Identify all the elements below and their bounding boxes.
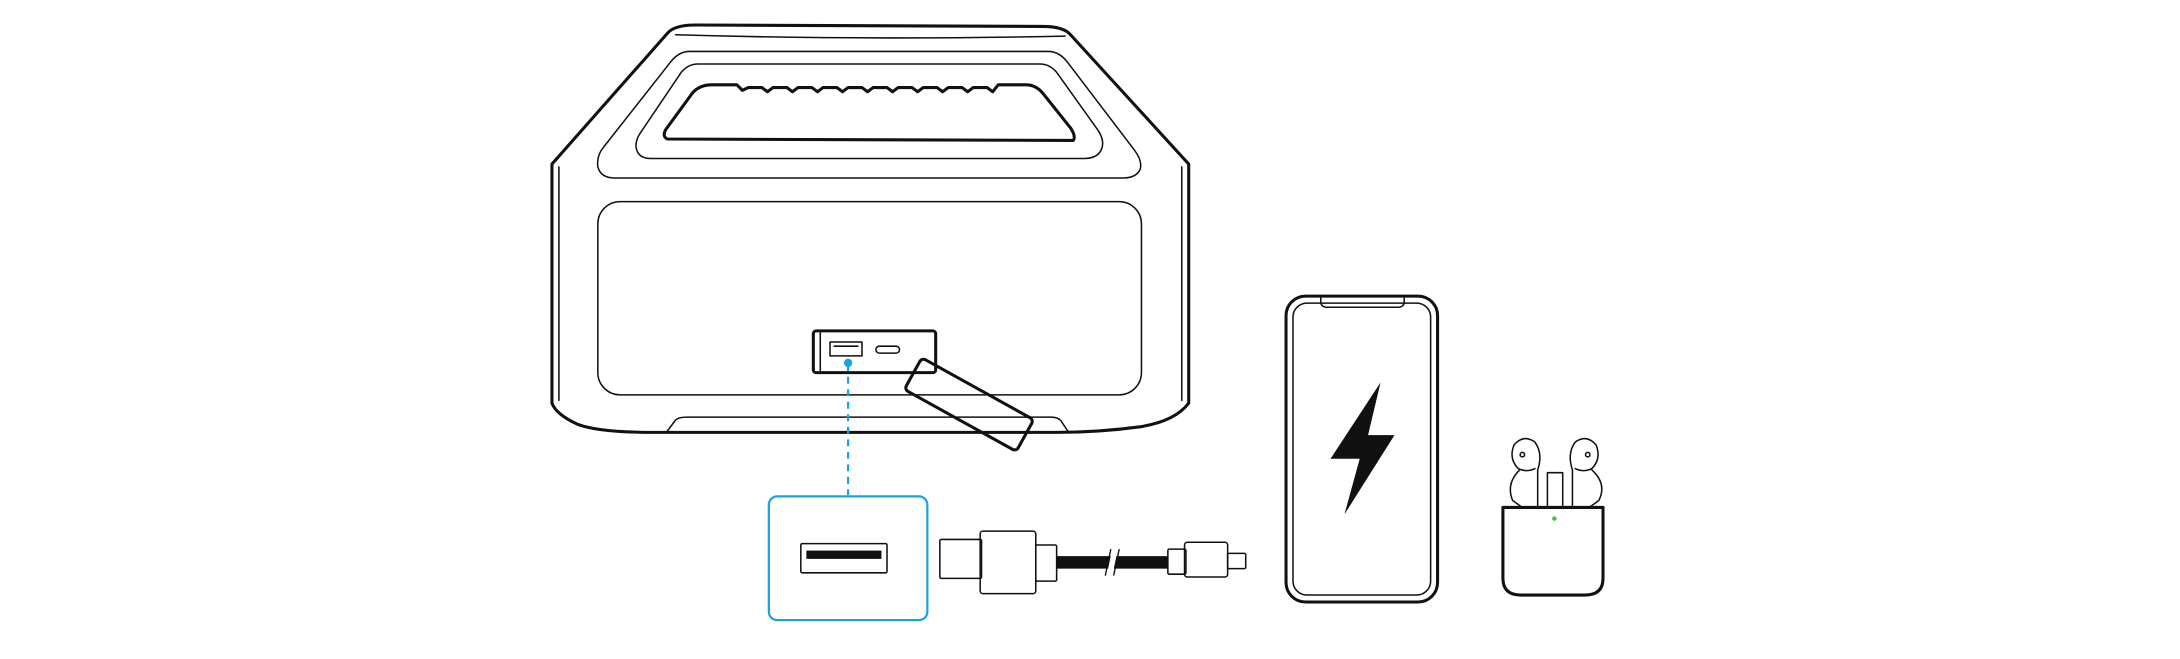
- port-cover-flap-icon: [904, 357, 1034, 452]
- charging-led: [1552, 516, 1557, 521]
- usb-a-callout: [767, 358, 929, 622]
- speaker-icon: [550, 23, 1191, 452]
- smartphone-icon: [1284, 294, 1440, 604]
- usb-a-port-closeup-icon: [800, 542, 888, 574]
- usb-a-to-usb-c-cable-icon: [939, 530, 1247, 595]
- usb-a-port-icon: [829, 341, 863, 357]
- earbuds-case-icon: [1501, 437, 1605, 597]
- lightning-bolt-icon: [1330, 382, 1395, 515]
- port-panel: [811, 329, 938, 375]
- usb-c-port-icon: [875, 345, 901, 354]
